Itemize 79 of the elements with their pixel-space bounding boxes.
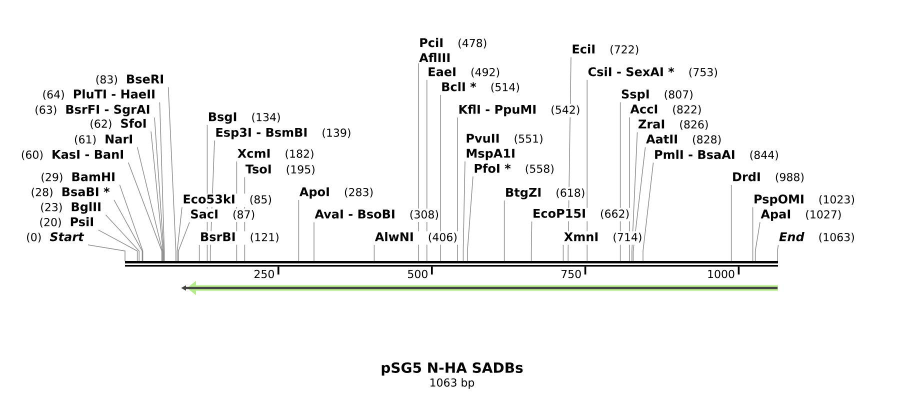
enzyme-label: (61) NarI bbox=[70, 134, 138, 147]
leader-line bbox=[730, 184, 732, 262]
leader-line bbox=[504, 200, 505, 262]
leader-line bbox=[642, 162, 654, 262]
tick-label: 250 bbox=[254, 270, 274, 278]
leader-line bbox=[178, 222, 190, 262]
enzyme-label: AvaI - BsoBI (308) bbox=[314, 208, 440, 222]
enzyme-label: SspI (807) bbox=[620, 88, 694, 102]
leader-line bbox=[418, 62, 419, 262]
title: pSG5 N-HA SADBs bbox=[382, 362, 523, 376]
enzyme-label: XcmI (182) bbox=[236, 148, 315, 162]
leader-line bbox=[119, 184, 144, 262]
leader-line bbox=[777, 244, 779, 262]
leader-line bbox=[98, 230, 138, 262]
leader-line bbox=[154, 117, 164, 262]
enzyme-label: EciI (722) bbox=[571, 44, 640, 57]
tick-label: 750 bbox=[562, 270, 581, 278]
enzyme-label: SacI (87) bbox=[190, 208, 256, 222]
leader-line bbox=[176, 206, 182, 262]
enzyme-label: AlwNI (406) bbox=[374, 231, 458, 245]
end-label: (0) Start bbox=[22, 231, 88, 245]
leader-line bbox=[136, 146, 163, 262]
enzyme-label: DrdI (988) bbox=[732, 171, 806, 185]
enzyme-label: BsgI (134) bbox=[207, 111, 282, 125]
enzyme-label: PmlI - BsaAI (844) bbox=[654, 149, 780, 162]
enzyme-label: KflI - PpuMI (542) bbox=[458, 104, 581, 118]
enzyme-label: (29) BamHI bbox=[36, 171, 120, 185]
sequence-bar bbox=[125, 261, 778, 267]
enzyme-label: BtgZI (618) bbox=[504, 186, 586, 200]
tick-label: 1000 bbox=[708, 270, 734, 278]
enzyme-label: ApaI (1027) bbox=[760, 208, 842, 222]
leader-line bbox=[457, 117, 458, 262]
leader-line bbox=[530, 221, 532, 262]
enzyme-label: PciI (478) AflIII bbox=[418, 36, 488, 64]
leader-line bbox=[632, 132, 638, 262]
enzyme-label: EcoP15I (662) bbox=[532, 208, 630, 222]
leader-line bbox=[440, 94, 441, 262]
enzyme-label: XmnI (714) bbox=[563, 231, 643, 245]
enzyme-label: CsiI - SexAI * (753) bbox=[587, 66, 718, 80]
enzyme-label: Eco53kI (85) bbox=[182, 194, 272, 207]
enzyme-label: PvuII (551) MspA1I bbox=[465, 132, 544, 162]
leader-line bbox=[159, 102, 165, 262]
leader-line bbox=[754, 222, 760, 262]
enzyme-label: AatII (828) bbox=[646, 134, 722, 147]
leader-line bbox=[462, 160, 466, 262]
leader-line bbox=[114, 200, 143, 262]
leader-line bbox=[150, 131, 164, 262]
enzyme-label: (20) PsiI bbox=[35, 216, 98, 230]
tick-label: 500 bbox=[408, 270, 428, 278]
enzyme-label: EaeI (492) bbox=[427, 66, 501, 80]
enzyme-label: (64) PluTI - HaeII bbox=[38, 88, 160, 102]
enzyme-label: (62) SfoI bbox=[86, 118, 151, 132]
leader-line bbox=[88, 244, 126, 262]
enzyme-label: Esp3I - BsmBI (139) bbox=[214, 126, 352, 140]
enzyme-label: ApoI (283) bbox=[298, 186, 374, 200]
leader-line bbox=[198, 244, 200, 262]
enzyme-label: PfoI * (558) bbox=[473, 162, 555, 176]
enzyme-label: (83) BseRI bbox=[91, 74, 168, 87]
enzyme-label: (28) BsaBI * bbox=[26, 186, 114, 200]
leader-line bbox=[128, 162, 162, 262]
enzyme-label: AccI (822) bbox=[630, 104, 702, 117]
end-label: End (1063) bbox=[778, 231, 856, 245]
leader-line bbox=[105, 214, 140, 262]
leader-line bbox=[168, 86, 176, 262]
enzyme-label: PspOMI (1023) bbox=[753, 194, 856, 207]
enzyme-label: (63) BsrFI - SgrAI bbox=[30, 104, 154, 118]
enzyme-label: ZraI (826) bbox=[638, 118, 710, 132]
sequence-length: 1063 bp bbox=[430, 378, 474, 389]
enzyme-label: (60) KasI - BanI bbox=[16, 148, 128, 162]
leader-line bbox=[467, 176, 474, 262]
leader-line bbox=[562, 244, 564, 262]
leader-line bbox=[374, 244, 375, 262]
leader-line bbox=[752, 206, 754, 262]
enzyme-label: (23) BglII bbox=[36, 201, 106, 215]
leader-line bbox=[632, 146, 646, 262]
enzyme-label: TsoI (195) bbox=[244, 164, 316, 177]
enzyme-label: BsrBI (121) bbox=[200, 231, 280, 245]
leader-line bbox=[298, 200, 300, 262]
enzyme-label: BclI * (514) bbox=[440, 81, 520, 95]
